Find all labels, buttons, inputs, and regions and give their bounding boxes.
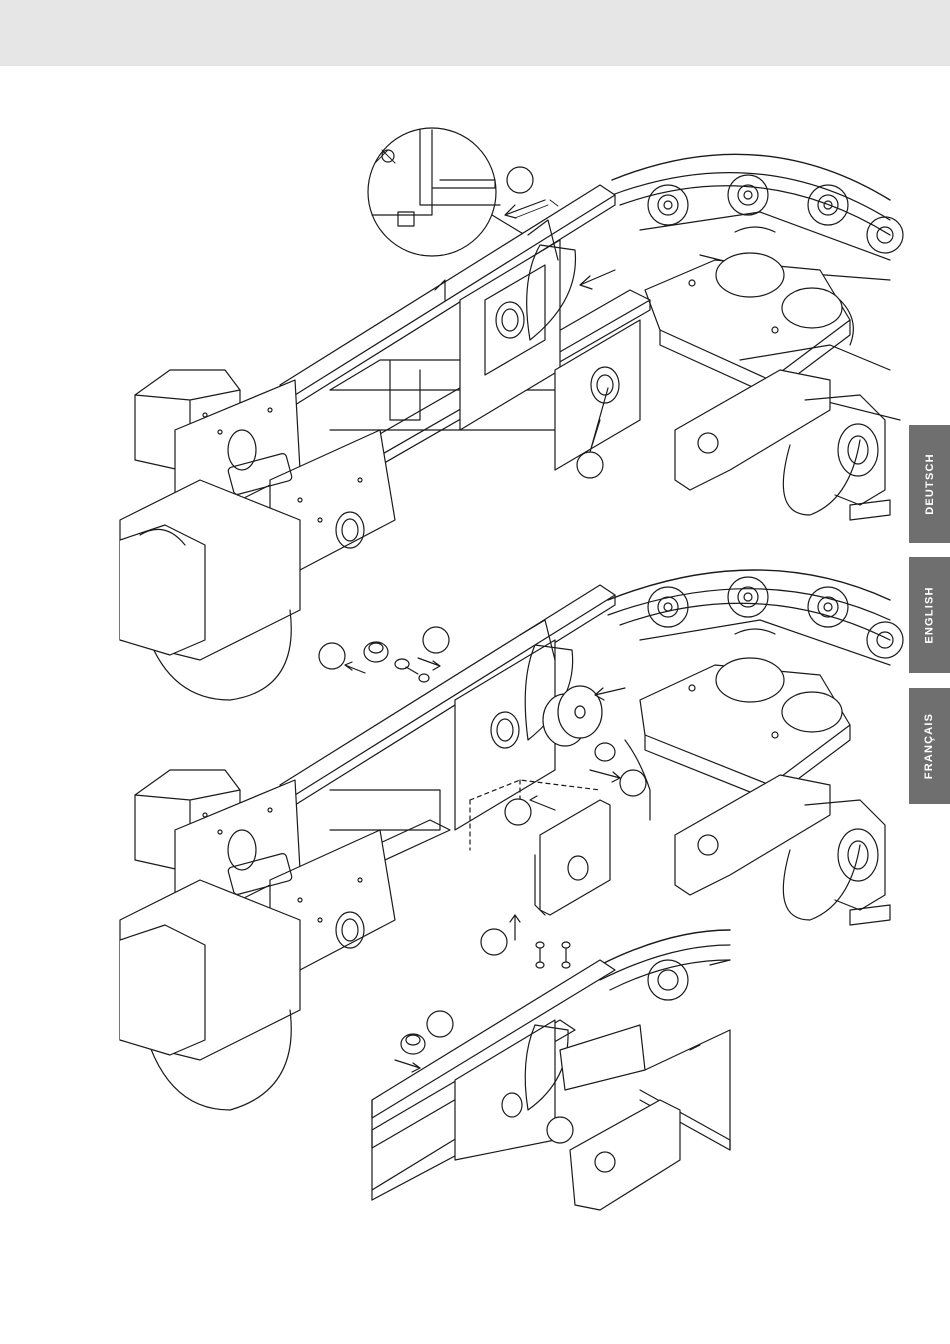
rail-assembly-bottom	[372, 960, 730, 1200]
gear-motor-middle	[120, 770, 395, 1110]
illustration-bottom	[372, 930, 730, 1210]
bracket-and-cable-middle	[675, 775, 890, 925]
bracket-and-cable-top	[675, 370, 890, 520]
bracket-bottom	[570, 1100, 680, 1210]
detail-magnifier	[368, 128, 530, 256]
illustration-top	[120, 128, 903, 700]
curved-track-middle	[608, 570, 903, 665]
gear-motor-top	[120, 370, 395, 700]
curved-track-bottom	[600, 930, 730, 1000]
